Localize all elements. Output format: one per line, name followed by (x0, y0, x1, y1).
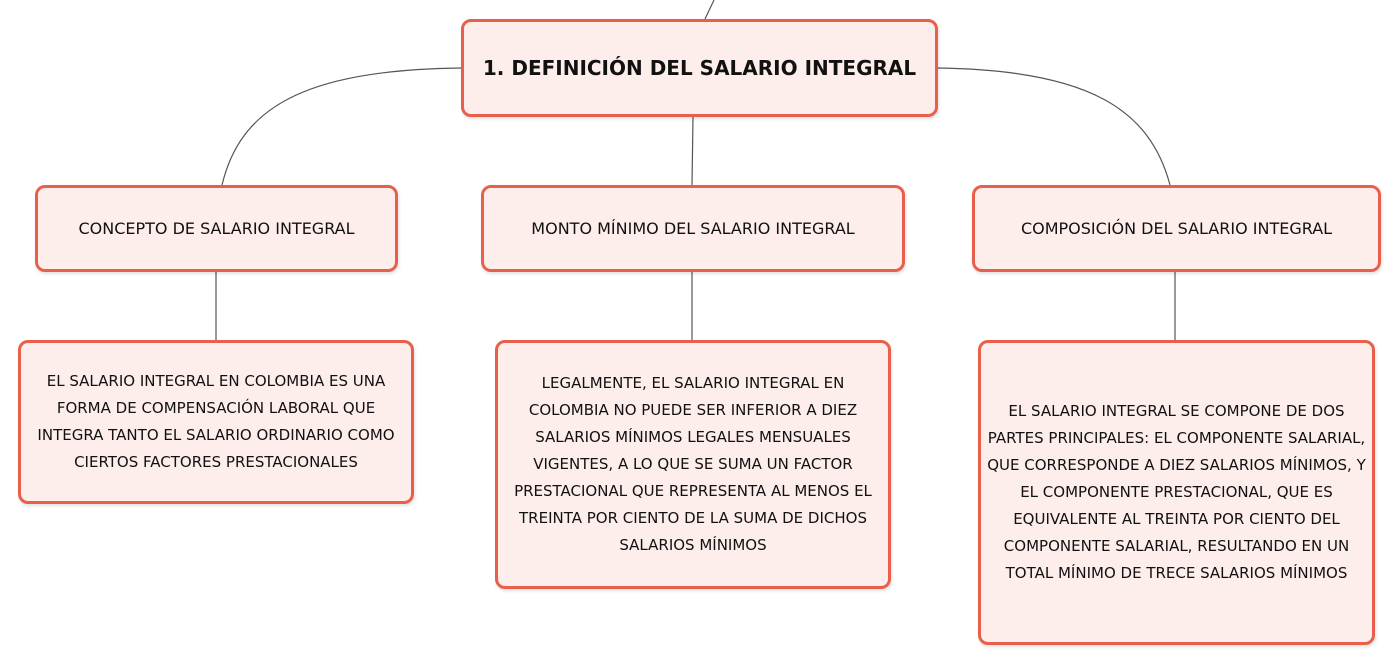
topic-composicion[interactable]: COMPOSICIÓN DEL SALARIO INTEGRAL (972, 185, 1381, 272)
subtopic-concepto-text: EL SALARIO INTEGRAL EN COLOMBIA ES UNA F… (37, 372, 395, 471)
topic-concepto-label: CONCEPTO DE SALARIO INTEGRAL (78, 219, 355, 238)
subtopic-monto-minimo-detail[interactable]: LEGALMENTE, EL SALARIO INTEGRAL EN COLOM… (495, 340, 891, 589)
topic-concepto[interactable]: CONCEPTO DE SALARIO INTEGRAL (35, 185, 398, 272)
subtopic-composicion-detail[interactable]: EL SALARIO INTEGRAL SE COMPONE DE DOS PA… (978, 340, 1375, 645)
topic-monto-minimo-label: MONTO MÍNIMO DEL SALARIO INTEGRAL (531, 219, 855, 238)
subtopic-concepto-detail[interactable]: EL SALARIO INTEGRAL EN COLOMBIA ES UNA F… (18, 340, 414, 504)
root-topic-label: 1. DEFINICIÓN DEL SALARIO INTEGRAL (482, 56, 917, 80)
subtopic-composicion-text: EL SALARIO INTEGRAL SE COMPONE DE DOS PA… (987, 402, 1366, 582)
subtopic-monto-minimo-text: LEGALMENTE, EL SALARIO INTEGRAL EN COLOM… (514, 374, 872, 554)
connector-parent-to-root (704, 0, 715, 20)
connector-root-to-composicion (937, 67, 1171, 186)
connector-root-to-concepto (221, 67, 462, 186)
topic-composicion-label: COMPOSICIÓN DEL SALARIO INTEGRAL (1020, 219, 1333, 238)
root-topic[interactable]: 1. DEFINICIÓN DEL SALARIO INTEGRAL (461, 19, 938, 117)
connector-root-to-monto (691, 116, 694, 186)
topic-monto-minimo[interactable]: MONTO MÍNIMO DEL SALARIO INTEGRAL (481, 185, 905, 272)
